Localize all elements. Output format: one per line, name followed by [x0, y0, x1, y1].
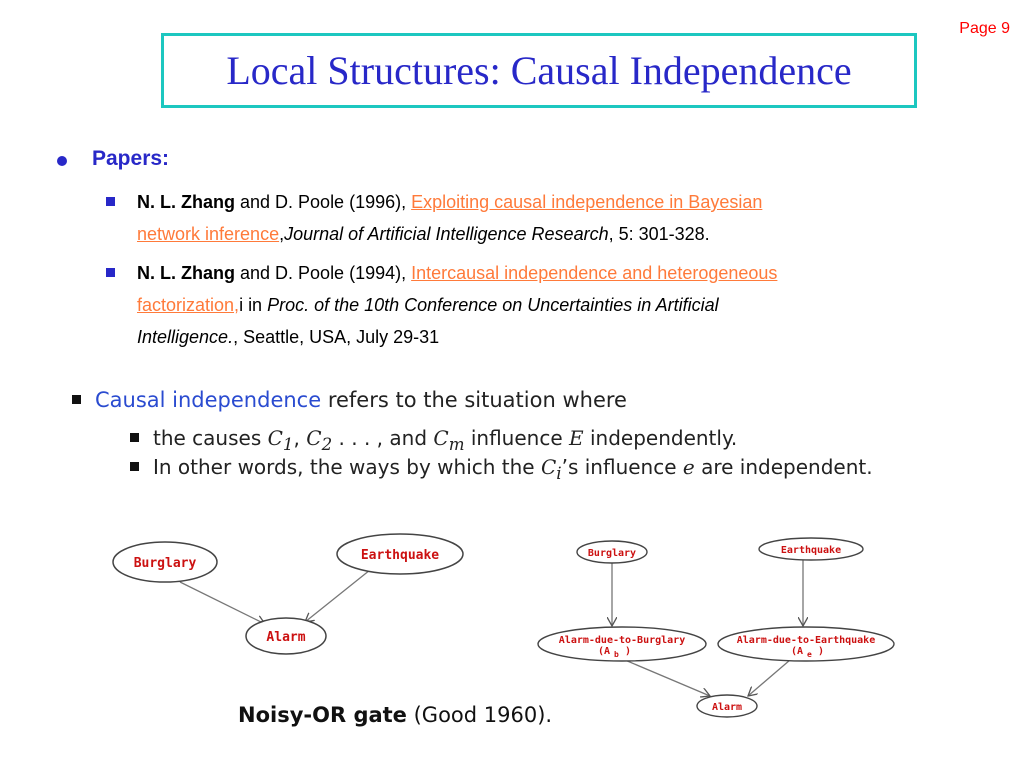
square-bullet	[106, 268, 115, 277]
left-diagram: Burglary Earthquake Alarm	[112, 533, 464, 655]
edge-earthquake-alarm	[305, 569, 371, 622]
square-bullet	[130, 433, 139, 442]
ref1-journal: Journal of Artificial Intelligence Resea…	[284, 224, 609, 244]
node-ae-line1: Alarm-due-to-Earthquake	[737, 635, 875, 646]
slide-title: Local Structures: Causal Independence	[226, 48, 852, 93]
node-alarm-2-label: Alarm	[712, 702, 742, 713]
node-burglary-2-label: Burglary	[588, 548, 636, 559]
node-ab-close: )	[625, 646, 631, 657]
causal-sub-1: the causes C1, C2 . . . , and Cm influen…	[130, 426, 737, 454]
node-alarm-earthquake	[717, 626, 895, 662]
ref2-link-cont[interactable]: factorization,	[137, 295, 240, 315]
c1: C	[267, 426, 283, 450]
node-ab-line1: Alarm-due-to-Burglary	[559, 635, 685, 646]
square-bullet	[130, 462, 139, 471]
node-earthquake-label: Earthquake	[361, 548, 439, 563]
c1-sub: 1	[282, 435, 294, 454]
node-earthquake	[336, 533, 464, 575]
sub1-pre: the causes	[153, 426, 268, 450]
square-bullet	[106, 197, 115, 206]
ref1-author: N. L. Zhang	[137, 192, 235, 212]
ref1-link[interactable]: Exploiting causal independence in Bayesi…	[411, 192, 763, 212]
c2: C	[306, 426, 322, 450]
node-alarm-label: Alarm	[266, 630, 305, 645]
square-bullet	[72, 395, 81, 404]
node-ae-close: )	[818, 646, 824, 657]
node-ab-line2: (A	[598, 646, 610, 657]
ref1-comma: ,	[279, 224, 285, 244]
ref2-in: i in	[239, 295, 268, 315]
ref2-coauthor: and D. Poole (1994),	[235, 263, 412, 283]
causal-sub-2: In other words, the ways by which the Ci…	[130, 455, 873, 483]
c2-sub: 2	[321, 435, 333, 454]
cm: C	[433, 426, 449, 450]
node-earthquake-2-label: Earthquake	[781, 545, 841, 556]
caption-bold: Noisy-OR gate	[238, 703, 407, 727]
node-burglary	[112, 541, 218, 583]
e-var: E	[569, 426, 584, 450]
node-earthquake-2	[758, 537, 864, 561]
ref2-proc-cont: Intelligence.	[137, 327, 234, 347]
edge-ab-alarm	[624, 659, 710, 696]
bullet-dot	[57, 156, 67, 166]
edge-burglary-alarm	[179, 581, 265, 624]
reference-1: N. L. Zhang and D. Poole (1996), Exploit…	[137, 186, 967, 250]
node-ab-sub: b	[614, 650, 619, 659]
node-alarm	[245, 617, 327, 655]
sub1-end: independently.	[583, 426, 738, 450]
sub2-end: are independent.	[694, 455, 873, 479]
ref2-author: N. L. Zhang	[137, 263, 235, 283]
causal-term: Causal independence	[95, 388, 322, 412]
node-alarm-burglary	[537, 626, 707, 662]
cm-sub: m	[448, 435, 465, 454]
right-diagram: Burglary Earthquake Alarm-due-to-Burglar…	[537, 537, 895, 718]
ci-sub: i	[556, 464, 562, 483]
node-ae-sub: e	[807, 650, 812, 659]
edge-ae-alarm	[748, 659, 791, 696]
title-box: Local Structures: Causal Independence	[161, 33, 917, 108]
node-burglary-label: Burglary	[134, 556, 197, 571]
node-alarm-2	[696, 694, 758, 718]
papers-heading: Papers:	[92, 147, 170, 170]
ref1-tail: , 5: 301-328.	[608, 224, 710, 244]
ref2-proc: Proc. of the 10th Conference on Uncertai…	[267, 295, 719, 315]
ref1-coauthor: and D. Poole (1996),	[235, 192, 412, 212]
sub1-post: influence	[464, 426, 569, 450]
ref1-link-cont[interactable]: network inference	[137, 224, 280, 244]
page-number: Page 9	[959, 20, 1010, 37]
sub2-pre: In other words, the ways by which the	[153, 455, 541, 479]
ci: C	[540, 455, 557, 479]
caption: Noisy-OR gate (Good 1960).	[238, 703, 552, 727]
e-var-small: e	[682, 455, 695, 479]
sub2-post: ’s influence	[561, 455, 683, 479]
sub1-mid: . . . , and	[332, 426, 434, 450]
node-ae-line2: (A	[791, 646, 803, 657]
ref2-tail: , Seattle, USA, July 29-31	[233, 327, 440, 347]
reference-2: N. L. Zhang and D. Poole (1994), Interca…	[137, 257, 967, 353]
ref2-link[interactable]: Intercausal independence and heterogeneo…	[411, 263, 778, 283]
node-burglary-2	[576, 540, 648, 564]
caption-rest: (Good 1960).	[406, 703, 553, 727]
causal-rest: refers to the situation where	[321, 388, 627, 412]
causal-definition: Causal independence refers to the situat…	[72, 388, 627, 412]
